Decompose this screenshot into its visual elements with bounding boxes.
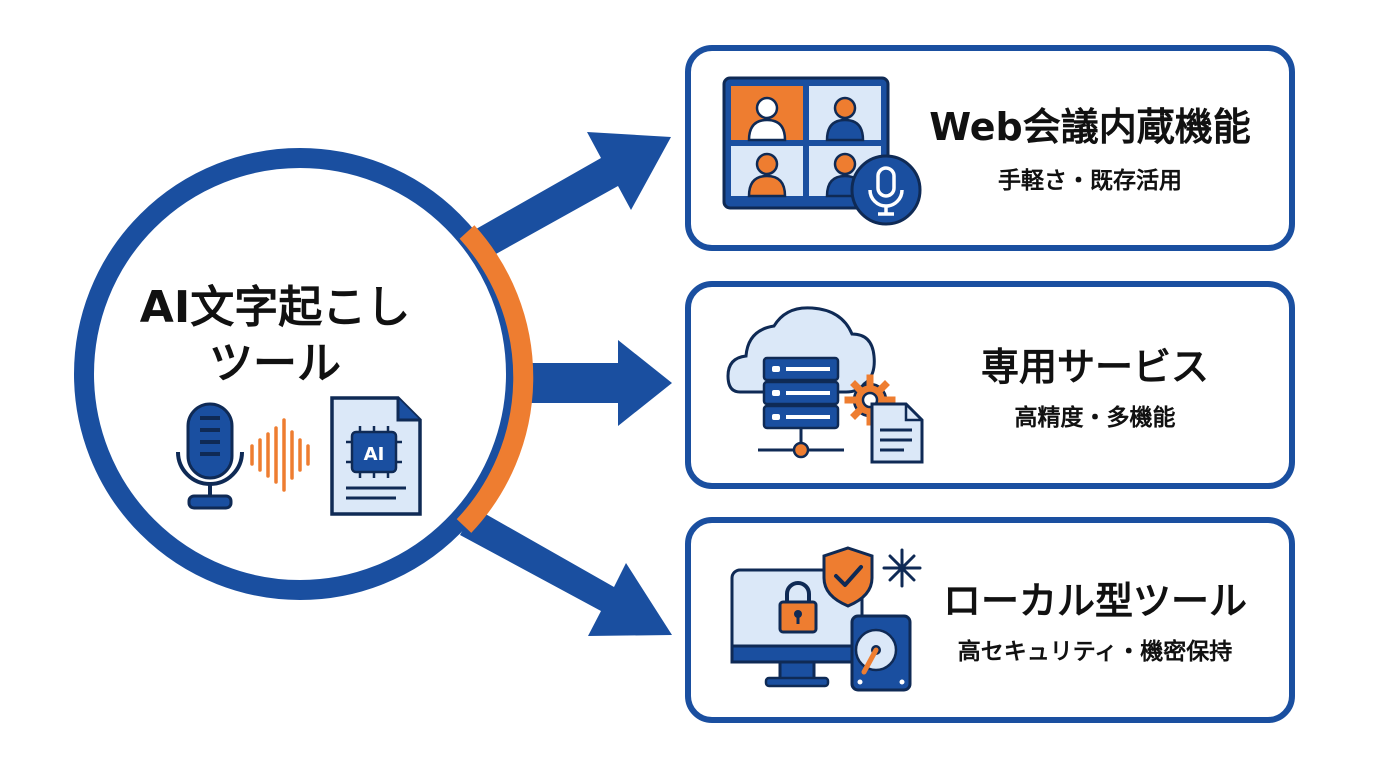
- card-web-meeting-subtitle: 手軽さ・既存活用: [998, 168, 1182, 194]
- arrow-to-dedicated-service: [520, 340, 672, 426]
- gear-icon: [844, 374, 896, 426]
- hub-title-line1: AI文字起こし: [139, 282, 411, 333]
- arrow-to-web-meeting: [462, 132, 671, 264]
- ai-document-icon: AI: [330, 396, 422, 516]
- hub-title-line2: ツール: [209, 338, 341, 389]
- participant-icon: [825, 96, 865, 142]
- card-dedicated-service-title: 専用サービス: [980, 345, 1209, 389]
- participant-icon: [747, 152, 787, 198]
- arrow-to-local-tool: [460, 508, 672, 636]
- microphone-icon: [176, 402, 244, 510]
- cloud-server-icon: [726, 306, 876, 459]
- sound-wave-icon: [250, 418, 310, 492]
- ai-chip-icon: AI: [346, 426, 402, 478]
- hub-orange-arc: [456, 225, 534, 533]
- hard-drive-icon: [850, 614, 912, 692]
- arrows: [460, 132, 672, 636]
- card-web-meeting-title: Web会議内蔵機能: [929, 105, 1251, 149]
- hub-title: AI文字起こし ツール: [120, 280, 430, 392]
- ai-chip-label: AI: [364, 444, 385, 465]
- microphone-badge-icon: [850, 154, 922, 226]
- document-icon: [870, 402, 924, 464]
- participant-icon: [747, 96, 787, 142]
- video-conference-icon: [722, 76, 890, 210]
- card-local-tool-subtitle: 高セキュリティ・機密保持: [957, 639, 1233, 665]
- card-local-tool-title: ローカル型ツール: [942, 579, 1247, 623]
- shield-check-icon: [822, 546, 874, 608]
- sparkle-icon: [882, 548, 922, 588]
- card-dedicated-service-subtitle: 高精度・多機能: [1014, 405, 1176, 431]
